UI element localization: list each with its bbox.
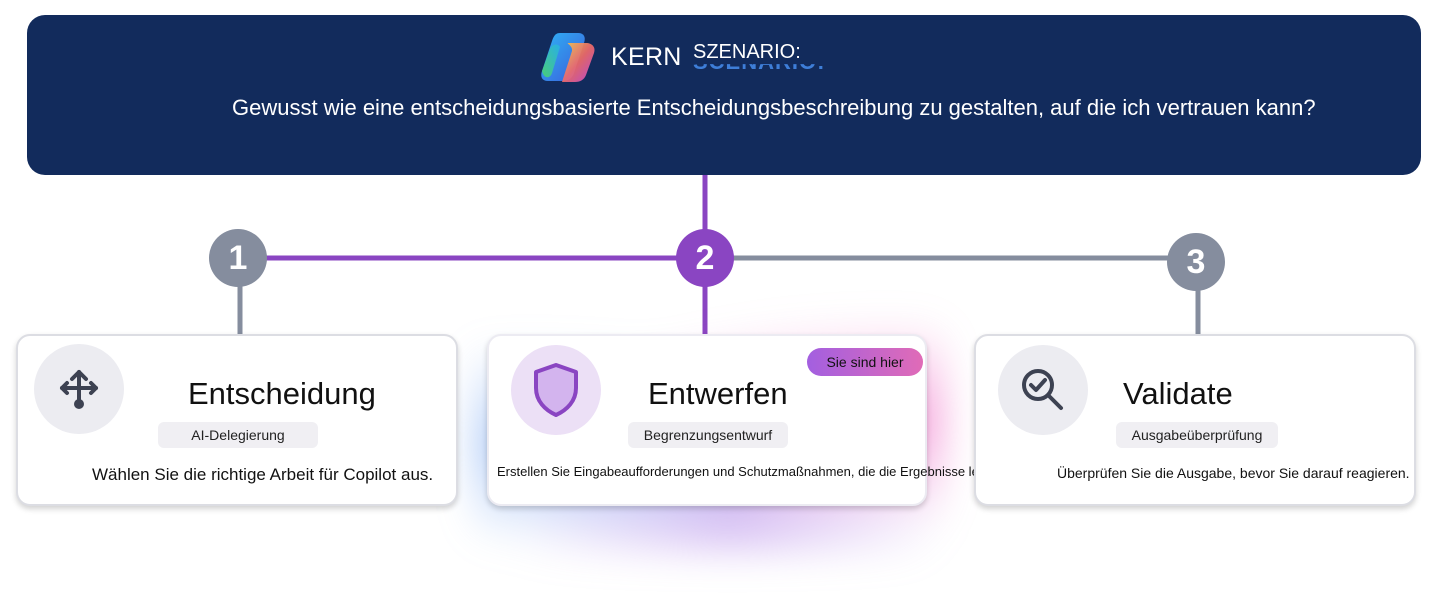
- step-2-icon-circle: [511, 345, 601, 435]
- step-2-badge: 2: [676, 229, 734, 287]
- banner-scenario-heading: SCENARIO: SZENARIO:: [693, 41, 853, 75]
- step-1-badge: 1: [209, 229, 267, 287]
- step-1-title: Entscheidung: [188, 376, 376, 411]
- step-2-title: Entwerfen: [648, 376, 788, 411]
- copilot-logo-icon: [541, 33, 595, 82]
- shield-icon: [534, 363, 578, 417]
- step-card-decision[interactable]: Entscheidung AI-Delegierung Wählen Sie d…: [16, 334, 458, 506]
- step-1-description: Wählen Sie die richtige Arbeit für Copil…: [92, 465, 434, 484]
- step-3-title: Validate: [1123, 376, 1233, 411]
- step-1-tag: AI-Delegierung: [158, 422, 318, 448]
- step-card-design[interactable]: Sie sind hier Entwerfen Begrenzungsentwu…: [487, 334, 1003, 506]
- banner-kern-label: KERN: [611, 43, 682, 71]
- step-3-tag: Ausgabeüberprüfung: [1116, 422, 1278, 448]
- magnifier-check-icon: [1022, 369, 1063, 410]
- step-1-icon-circle: [34, 344, 124, 434]
- step-2-tag: Begrenzungsentwurf: [628, 422, 788, 448]
- step-card-validate[interactable]: Validate Ausgabeüberprüfung Überprüfen S…: [974, 334, 1416, 506]
- split-arrows-icon: [60, 370, 98, 409]
- banner-scenario-label: SZENARIO:: [693, 41, 801, 63]
- step-3-badge: 3: [1167, 233, 1225, 291]
- step-3-icon-circle: [998, 345, 1088, 435]
- step-3-description: Überprüfen Sie die Ausgabe, bevor Sie da…: [1057, 465, 1410, 481]
- scenario-banner: KERN SCENARIO: SZENARIO: Gewusst wie ein…: [27, 15, 1421, 175]
- you-are-here-badge: Sie sind hier: [807, 348, 923, 376]
- scenario-question: Gewusst wie eine entscheidungsbasierte E…: [232, 95, 1316, 120]
- step-2-description: Erstellen Sie Eingabeaufforderungen und …: [497, 464, 1004, 479]
- banner-scenario-ghost-label: SCENARIO:: [693, 49, 826, 74]
